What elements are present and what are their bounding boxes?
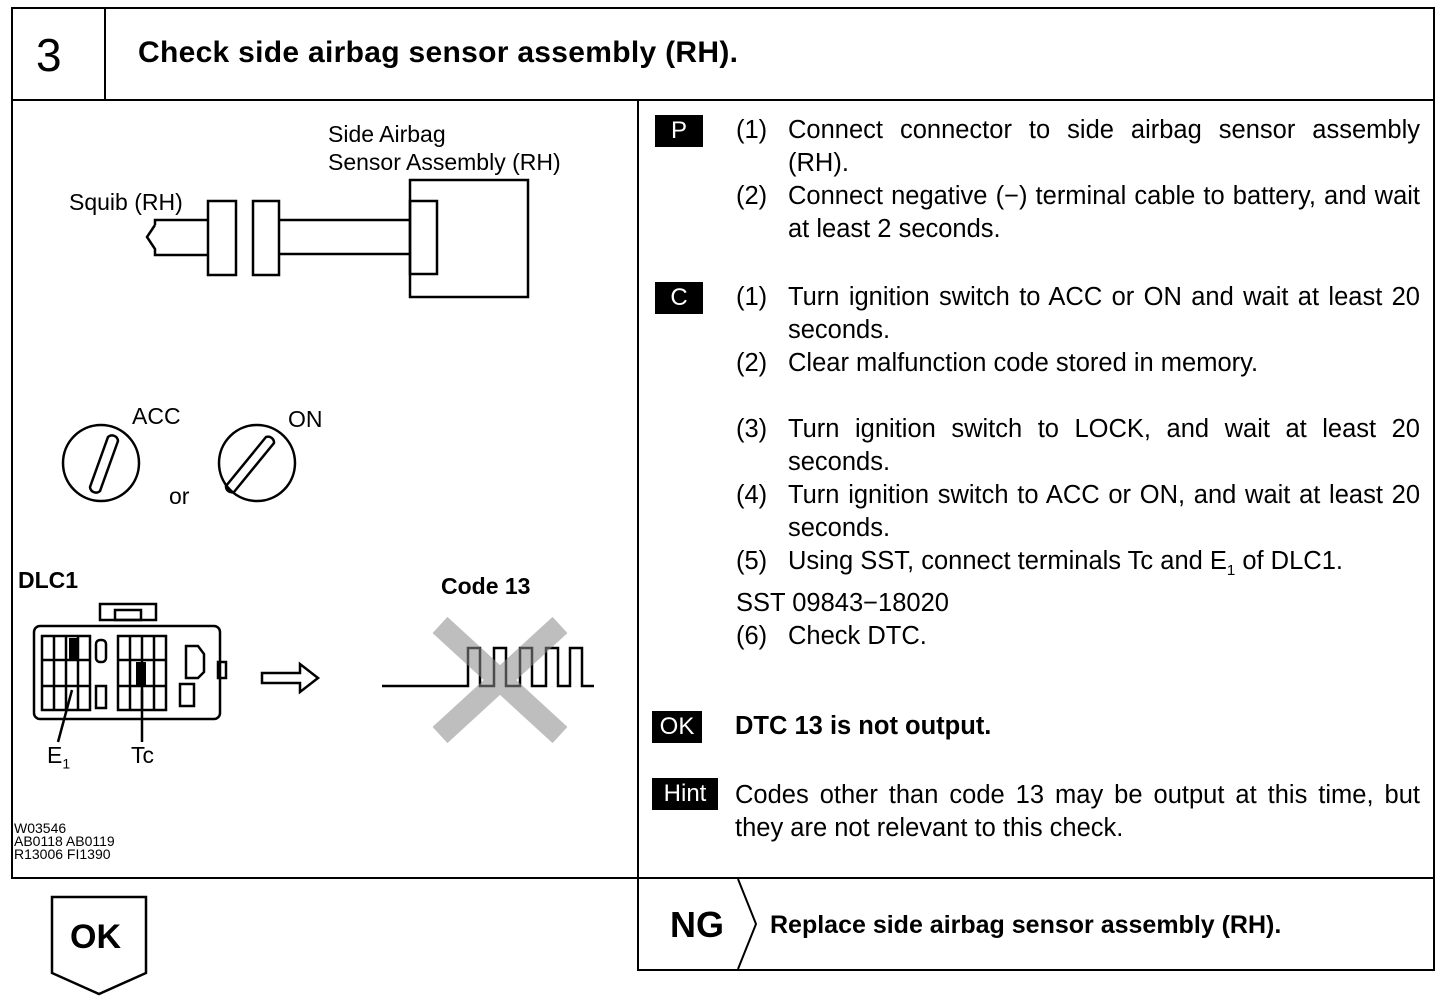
list-item: (4)Turn ignition switch to ACC or ON, an…	[736, 481, 1420, 542]
or-label: or	[169, 483, 190, 509]
acc-label: ACC	[132, 403, 181, 429]
list-item: (2)Connect negative (−) terminal cable t…	[736, 182, 1420, 243]
tag-ok: OK	[652, 711, 702, 743]
tag-hint: Hint	[652, 778, 718, 810]
tag-check: C	[655, 282, 703, 314]
step-number-divider	[104, 7, 106, 101]
sensor-label: Side Airbag Sensor Assembly (RH)	[328, 121, 561, 175]
ok-result-text: DTC 13 is not output.	[735, 712, 992, 740]
code-label: Code 13	[441, 573, 531, 599]
list-item: (3)Turn ignition switch to LOCK, and wai…	[736, 415, 1420, 476]
list-item: (2)Clear malfunction code stored in memo…	[736, 349, 1259, 377]
ng-result-box	[637, 877, 1435, 971]
list-item: (5)Using SST, connect terminals Tc and E…	[736, 547, 1343, 580]
sst-number: SST 09843−18020	[736, 589, 949, 618]
ng-action-text: Replace side airbag sensor assembly (RH)…	[770, 911, 1282, 939]
list-item: (6)Check DTC.	[736, 622, 927, 651]
step-number: 3	[36, 29, 62, 81]
hint-text: Codes other than code 13 may be output a…	[735, 781, 1420, 842]
ok-flow-marker	[50, 895, 148, 996]
column-divider	[637, 99, 639, 971]
dlc-label: DLC1	[18, 567, 79, 593]
list-item: (1)Connect connector to side airbag sens…	[736, 116, 1420, 177]
check-steps: (1)Turn ignition switch to ACC or ON and…	[736, 281, 1420, 653]
tag-prepare: P	[655, 115, 703, 147]
figure-refs: W03546 AB0118 AB0119 R13006 FI1390	[14, 820, 115, 862]
ok-flow-label: OK	[70, 918, 121, 956]
prepare-steps: (1)Connect connector to side airbag sens…	[736, 114, 1420, 246]
ng-chevron	[737, 878, 758, 970]
tc-label: Tc	[131, 742, 154, 768]
connector-diagram	[32, 178, 594, 744]
list-item: (1)Turn ignition switch to ACC or ON and…	[736, 283, 1420, 344]
on-label: ON	[288, 406, 323, 432]
page-title: Check side airbag sensor assembly (RH).	[138, 36, 739, 69]
squib-label: Squib (RH)	[69, 189, 183, 215]
ng-label: NG	[670, 904, 724, 945]
e1-label: E1	[47, 742, 71, 772]
